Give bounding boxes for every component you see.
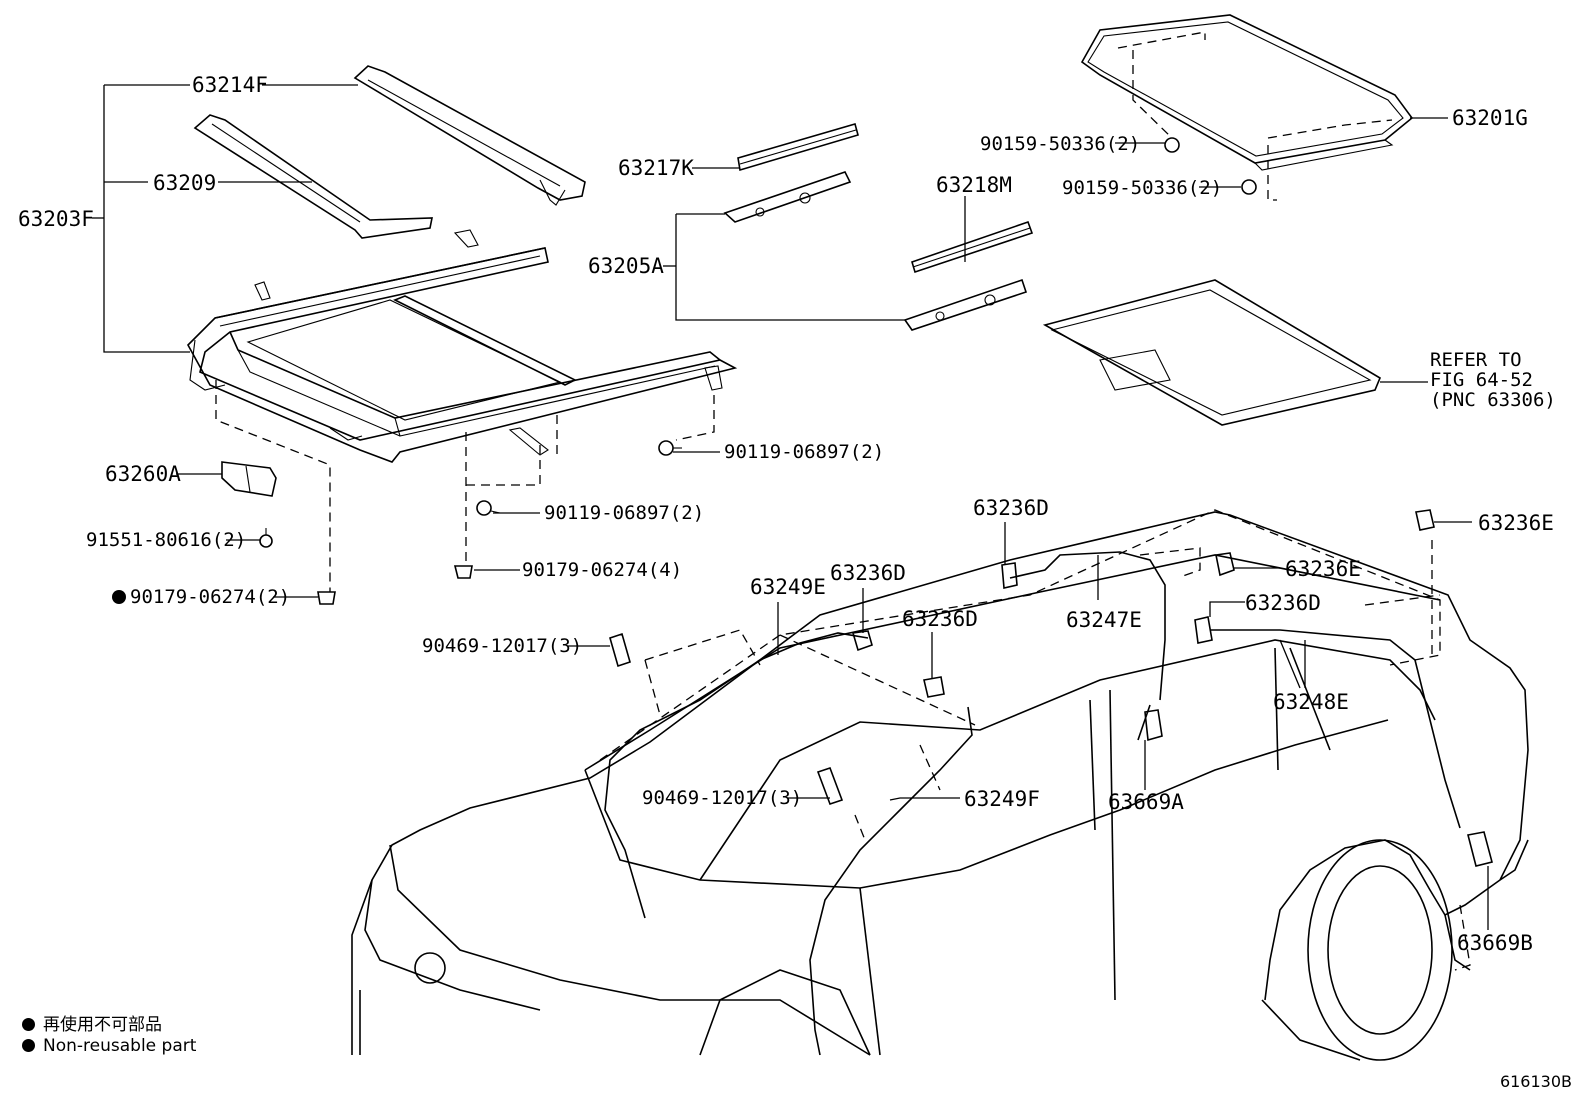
label-90179-06274-a: 90179-06274(2) (130, 586, 290, 608)
label-refer-pnc: (PNC 63306) (1430, 389, 1556, 411)
label-63669A: 63669A (1108, 790, 1184, 814)
fasteners (221, 137, 1257, 605)
drive-rail-63205A-lower (903, 278, 1028, 331)
upper-leader-lines (92, 84, 1448, 598)
cross-panel-63209 (193, 114, 433, 239)
label-refer-to: REFER TO (1430, 349, 1522, 371)
label-90159-50336-b: 90159-50336(2) (1062, 177, 1222, 199)
wind-deflector-63214F (353, 65, 586, 206)
hose-clips (609, 509, 1493, 867)
legend-bullet-icon (22, 1018, 35, 1031)
vehicle-body-outline (351, 511, 1529, 1061)
label-refer-fig: FIG 64-52 (1430, 369, 1533, 391)
non-reusable-marker (112, 590, 126, 604)
upper-dashed-guides (215, 31, 1393, 592)
label-90179-06274-b: 90179-06274(4) (522, 559, 682, 581)
legend-bullet-icon (22, 1039, 35, 1052)
label-63217K: 63217K (618, 156, 694, 180)
label-63236E-rear: 63236E (1285, 557, 1361, 581)
label-90159-50336-a: 90159-50336(2) (980, 133, 1140, 155)
lower-leader-lines (567, 521, 1489, 930)
label-63248E: 63248E (1273, 690, 1349, 714)
label-63218M: 63218M (936, 173, 1012, 197)
legend-line-japanese: 再使用不可部品 (22, 1010, 162, 1035)
weatherstrip-63217K (737, 123, 859, 172)
label-90119-06897-b: 90119-06897(2) (544, 502, 704, 524)
label-63249F: 63249F (964, 787, 1040, 811)
label-63236D-front-left: 63236D (830, 561, 906, 585)
label-90119-06897-a: 90119-06897(2) (724, 441, 884, 463)
label-63209: 63209 (153, 171, 216, 195)
label-63201G: 63201G (1452, 106, 1528, 130)
label-90469-12017-b: 90469-12017(3) (642, 787, 802, 809)
figure-id: 616130B (1499, 1072, 1572, 1091)
label-63669B: 63669B (1457, 931, 1533, 955)
sunshade-assembly (1042, 279, 1382, 426)
label-91551-80616: 91551-80616(2) (86, 529, 246, 551)
label-63236D-center: 63236D (902, 607, 978, 631)
drain-hoses (604, 551, 1461, 1056)
part-labels: 63214F 63209 63203F 63217K 63205A 63218M… (18, 73, 1556, 955)
label-63236D-rear-right: 63236D (1245, 591, 1321, 615)
label-63236E-rear-top: 63236E (1478, 511, 1554, 535)
sunroof-housing-frame (187, 229, 738, 463)
legend-line-english: Non-reusable part (22, 1036, 196, 1056)
label-63236D-roof-front: 63236D (973, 496, 1049, 520)
label-63214F: 63214F (192, 73, 268, 97)
legend-text-english: Non-reusable part (43, 1036, 197, 1056)
weatherstrip-63218M (911, 220, 1034, 274)
label-63205A: 63205A (588, 254, 664, 278)
label-63203F: 63203F (18, 207, 94, 231)
label-63249E: 63249E (750, 575, 826, 599)
label-63247E: 63247E (1066, 608, 1142, 632)
drive-rail-63205A-upper (723, 171, 852, 223)
roof-dashed-outline (599, 509, 1471, 971)
label-63260A: 63260A (105, 462, 181, 486)
legend-text-japanese: 再使用不可部品 (43, 1015, 162, 1035)
label-90469-12017-a: 90469-12017(3) (422, 635, 582, 657)
